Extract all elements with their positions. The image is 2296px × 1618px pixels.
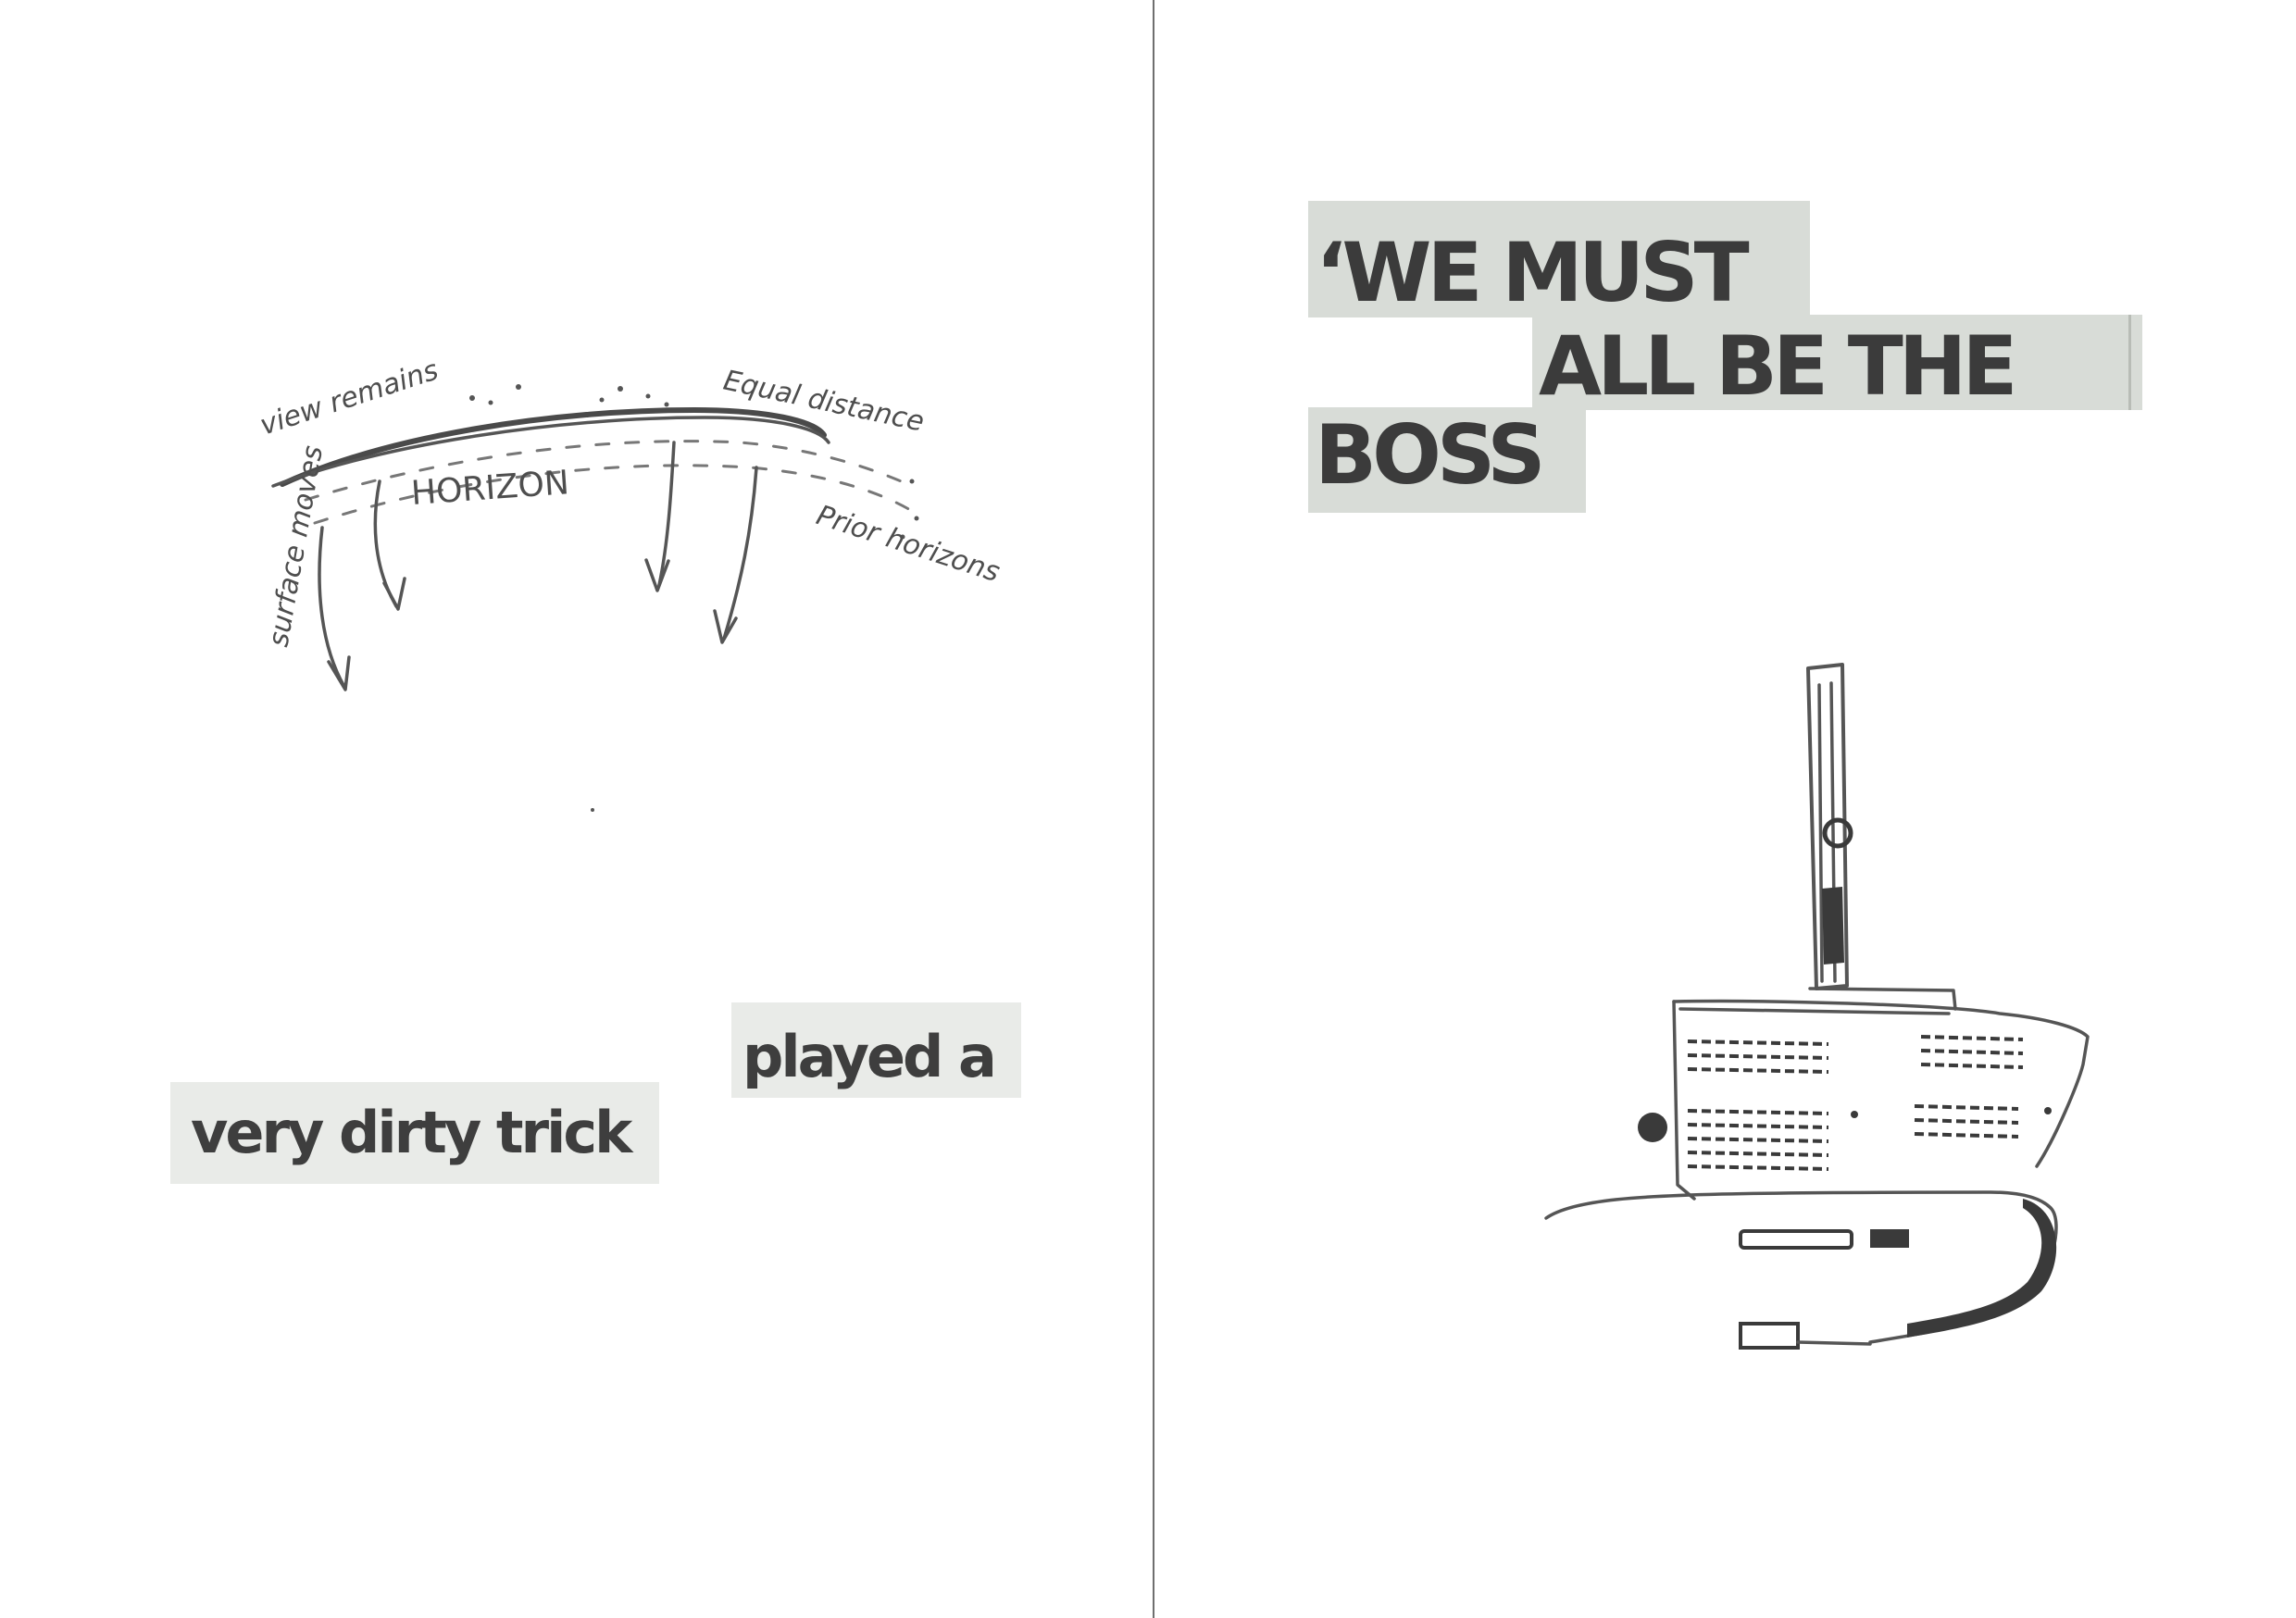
svg-text:Equal distance: Equal distance	[720, 365, 927, 439]
sketch-label-horizon: HORIZON	[410, 464, 570, 513]
stipple-dots	[469, 384, 919, 812]
page-gutter	[1153, 0, 1154, 1618]
svg-text:HORIZON: HORIZON	[410, 464, 570, 513]
horizon-diagram-sketch: view remains HORIZON Equal distance Prio…	[256, 355, 1004, 812]
svg-text:Prior horizons: Prior horizons	[813, 499, 1004, 589]
clipping-very-dirty-trick: very dirty trick	[170, 1082, 659, 1184]
headline-line-3: BOSS	[1308, 407, 1586, 513]
sketch-label-equal-distance: Equal distance	[720, 365, 927, 439]
downward-arrows	[318, 441, 758, 691]
headline-line-2: ALL BE THE	[1532, 315, 2142, 414]
headline-line-1: ‘WE MUST	[1308, 201, 1810, 320]
vent-grille-left	[1687, 1039, 1829, 1171]
clipping-played-a: played a	[731, 1002, 1021, 1098]
vent-grille-right	[1914, 1035, 2024, 1139]
sketch-label-prior-horizons: Prior horizons	[813, 499, 1004, 589]
horizon-arc	[280, 406, 827, 487]
sketch-label-view-remains: view remains	[256, 355, 443, 442]
projector-sketch-icon	[1544, 663, 2090, 1350]
svg-text:view remains: view remains	[256, 355, 443, 442]
